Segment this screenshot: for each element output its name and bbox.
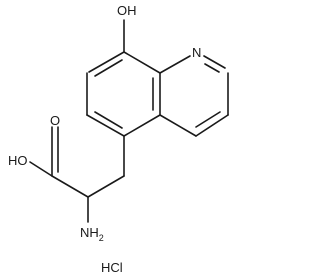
atom-label-nh: NH: [80, 225, 99, 240]
bond-calpha-ccarboxyl: [51, 175, 89, 198]
atom-label-ho: HO: [8, 153, 28, 168]
bond-c5-c4a: [123, 114, 161, 137]
bond-c6-c5-inner: [94, 111, 123, 129]
bond-c8-c7: [88, 51, 125, 73]
bond-n1-c2: [203, 55, 226, 69]
bond-carboxyl-oh: [29, 161, 53, 177]
bond-c8a-c8: [123, 51, 161, 74]
atom-label-oh: OH: [117, 3, 137, 18]
atom-label-nh-sub: 2: [99, 233, 104, 243]
bond-ch2-calpha: [87, 175, 125, 198]
bond-c6-c5: [86, 114, 125, 137]
atom-label-nh2: NH2: [80, 225, 104, 243]
atom-label-n: N: [192, 45, 201, 60]
chemical-structure: OH N O HO NH2 HCl: [8, 3, 229, 274]
bond-c8-c7-inner: [94, 59, 123, 77]
bond-c4-c4a: [159, 114, 197, 137]
bond-c3-c4: [195, 114, 229, 137]
bond-c3-c4-inner: [195, 111, 221, 128]
salt-label-hcl: HCl: [101, 260, 123, 274]
bond-n1-c2-inner: [204, 63, 220, 73]
bond-c8a-n1: [159, 55, 191, 74]
atom-label-o: O: [50, 113, 60, 128]
